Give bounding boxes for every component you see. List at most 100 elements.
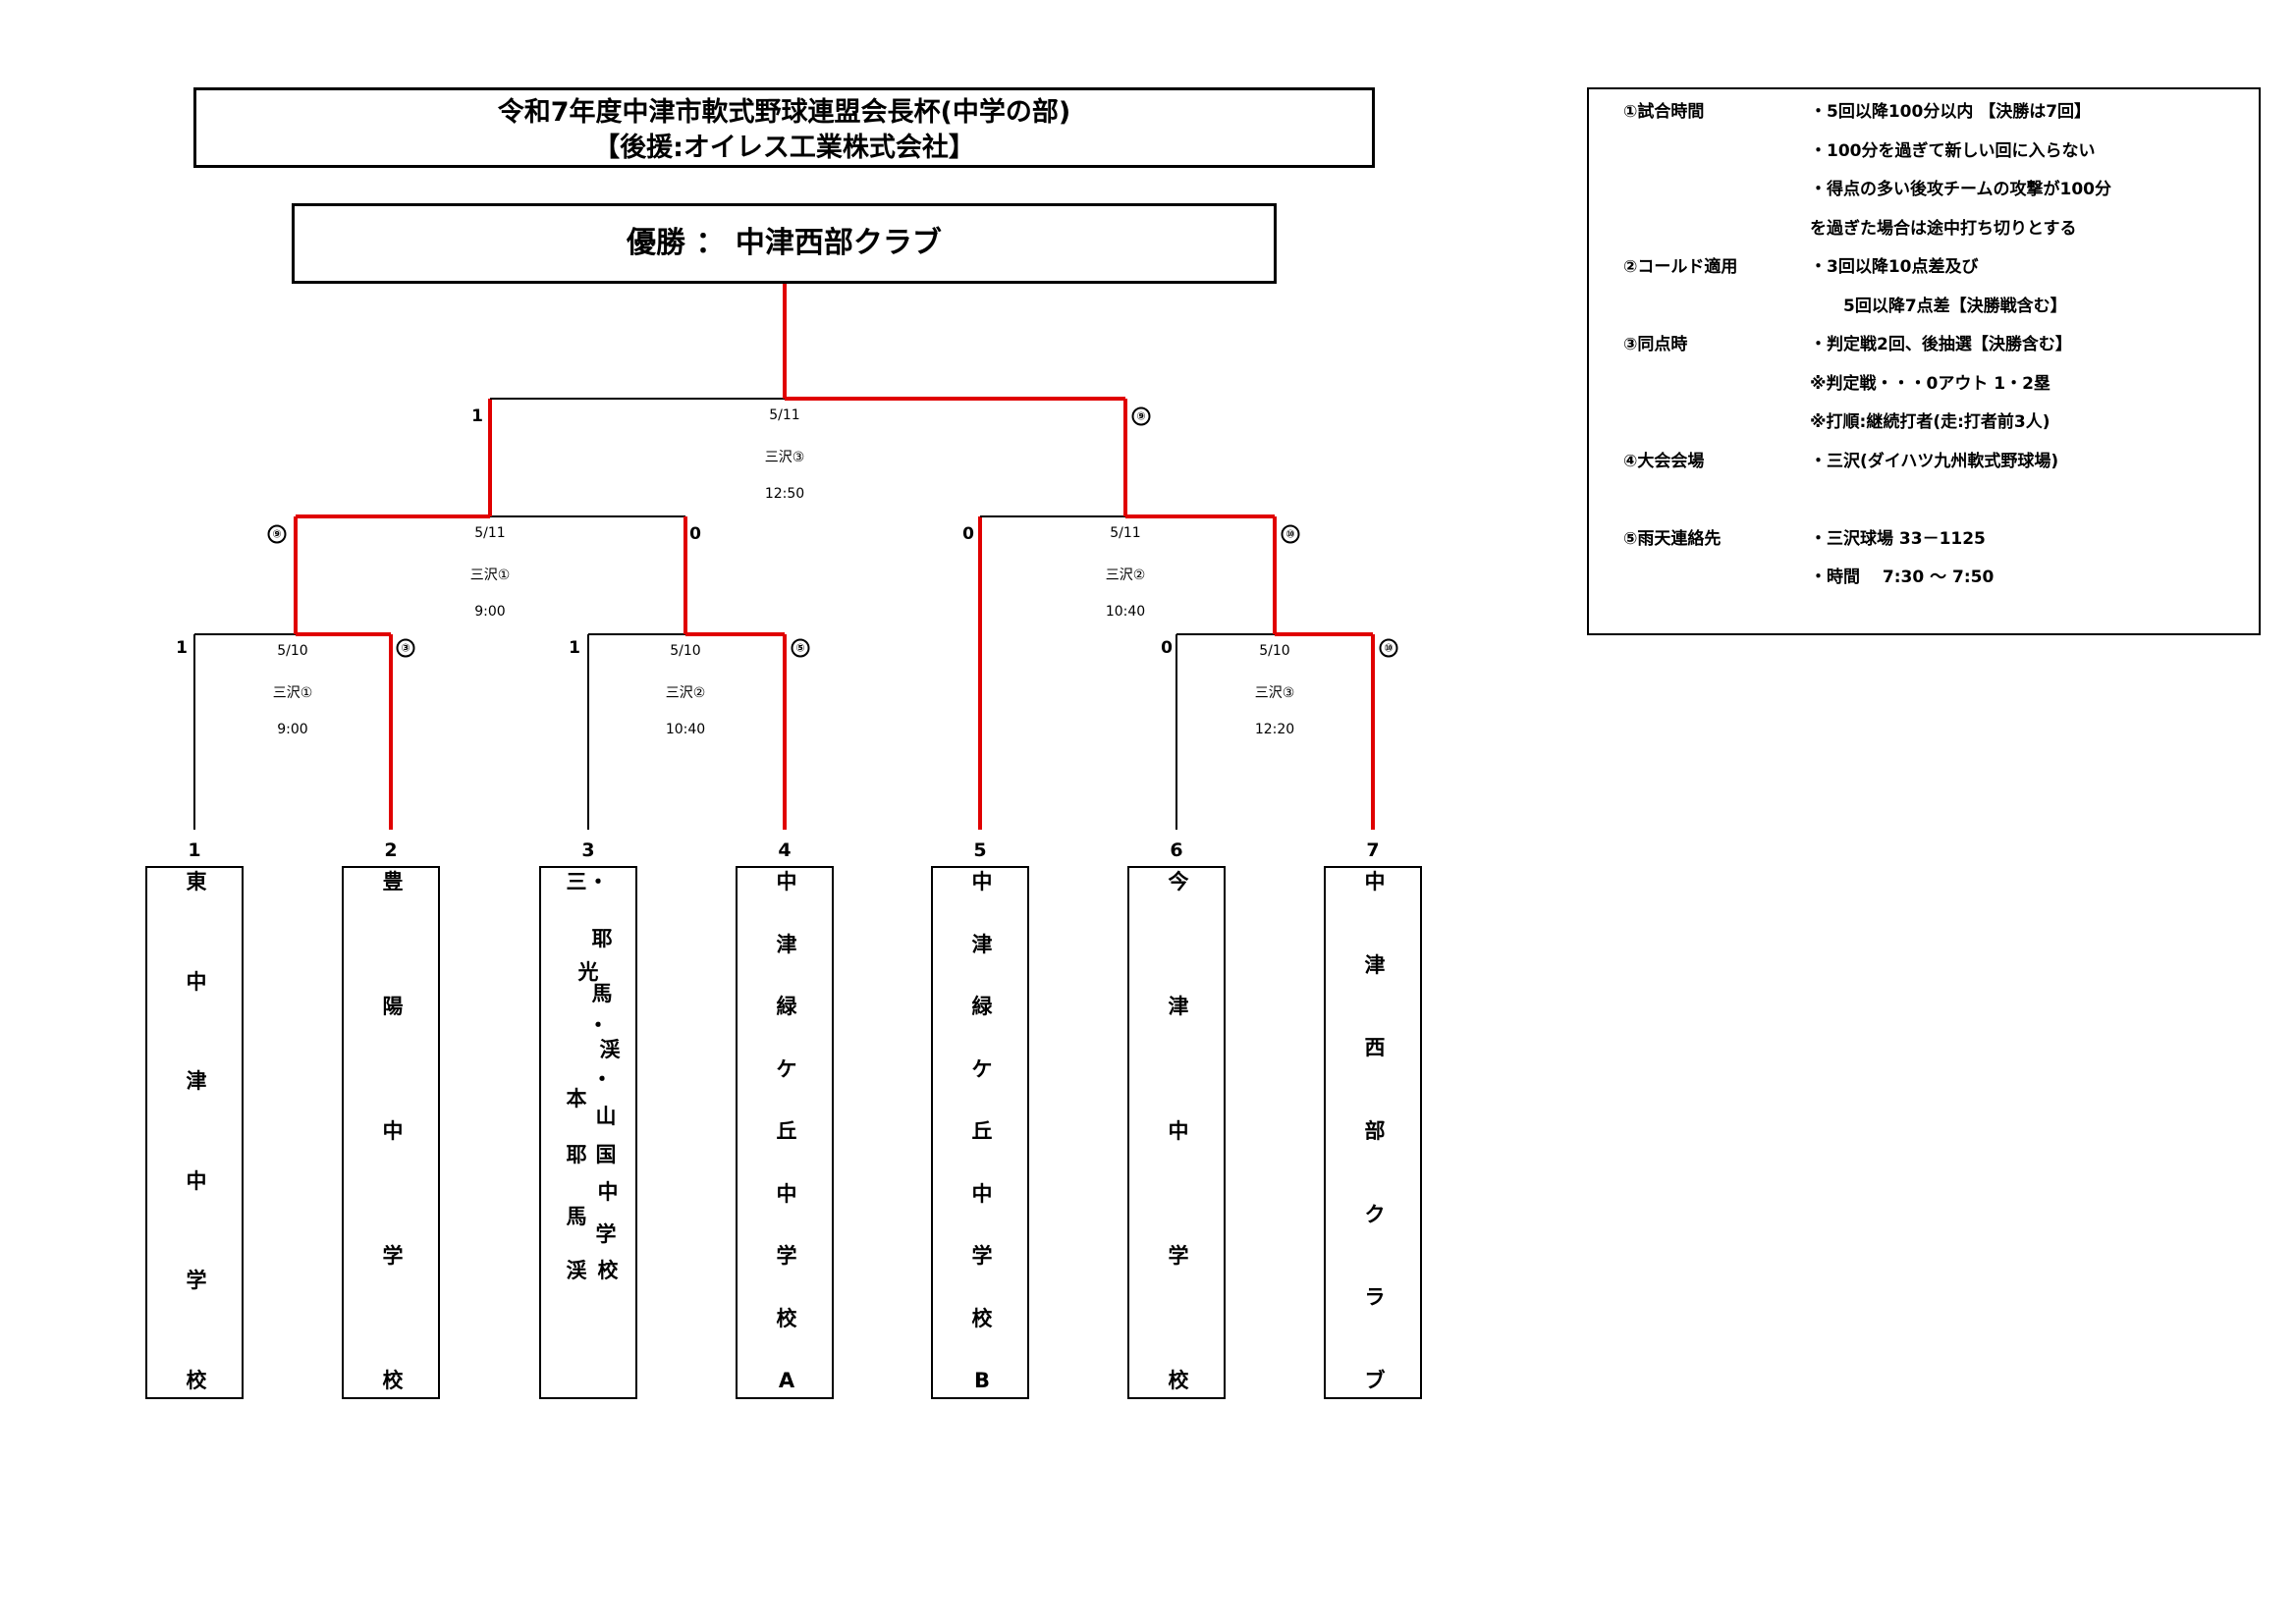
match-date: 5/11 <box>769 407 800 423</box>
rule-line: ・判定戦2回、後抽選【決勝含む】 <box>1810 335 2072 354</box>
match-time: 12:20 <box>1254 722 1295 737</box>
rule-line: ※判定戦・・・0アウト 1・2塁 <box>1810 373 2050 394</box>
team-name-char: 光 <box>577 960 599 984</box>
team-name-char: 耶 <box>591 927 613 950</box>
score-circled: ③ <box>396 638 415 658</box>
team-name-char: 耶 <box>566 1143 587 1166</box>
rule-line: ・時間 7:30 ～ 7:50 <box>1810 568 1995 587</box>
team-name-char: 学 <box>595 1222 617 1246</box>
team-name-char: 丘 <box>776 1119 797 1143</box>
team-name-char: 部 <box>1364 1119 1386 1143</box>
rule-key: ③同点時 <box>1623 335 1688 354</box>
team-name-char: 津 <box>186 1069 207 1094</box>
winner-text: 優勝 ： 中津西部クラブ <box>627 226 942 260</box>
match-time: 12:50 <box>764 486 805 502</box>
match-date: 5/10 <box>1259 643 1290 659</box>
score-circled: ⑨ <box>267 524 287 544</box>
team-name-char: 緑 <box>971 995 993 1018</box>
title-line-2: 【後援:オイレス工業株式会社】 <box>593 133 975 163</box>
rule-line: ・5回以降100分以内 【決勝は7回】 <box>1810 102 2092 122</box>
title-line-1: 令和7年度中津市軟式野球連盟会長杯(中学の部) <box>497 97 1071 128</box>
team-name-char: 校 <box>186 1369 207 1392</box>
team-name-char: 馬 <box>566 1205 587 1228</box>
rule-line: ・100分を過ぎて新しい回に入らない <box>1810 140 2096 161</box>
team-name-char: 津 <box>971 932 993 956</box>
match-date: 5/11 <box>474 525 506 541</box>
team-name-char: ・ <box>591 1067 613 1091</box>
team-name-char: 中 <box>776 1181 797 1206</box>
team-name-char: 中 <box>186 1168 207 1193</box>
match-date: 5/10 <box>277 643 308 659</box>
team-name-char: 緑 <box>776 995 797 1018</box>
rule-line: ・得点の多い後攻チームの攻撃が100分 <box>1810 180 2111 199</box>
team-name-char: ケ <box>776 1056 797 1081</box>
team-name-char: 今 <box>1168 870 1189 893</box>
score: 1 <box>471 406 483 426</box>
team-name-char: 中 <box>382 1119 404 1143</box>
team-name-char: A <box>778 1369 795 1392</box>
team-name-char: 中 <box>1168 1119 1189 1143</box>
team-name-char: ・ <box>587 1013 609 1037</box>
match-time: 10:40 <box>1105 604 1146 620</box>
team-name-char: 馬 <box>591 982 613 1005</box>
match-time: 9:00 <box>474 604 506 620</box>
match-date: 5/10 <box>670 643 701 659</box>
team-number: 3 <box>581 839 595 861</box>
match-venue: 三沢③ <box>1254 685 1295 701</box>
score-circled: ⑩ <box>1281 524 1300 544</box>
rule-key: ①試合時間 <box>1623 102 1705 122</box>
score-circled: ⑩ <box>1379 638 1398 658</box>
score-circled: ⑤ <box>791 638 810 658</box>
rule-key: ②コールド適用 <box>1623 257 1738 277</box>
team-name-char: ケ <box>971 1056 993 1081</box>
score: 1 <box>569 638 580 658</box>
team-name-char: ・ <box>587 870 609 893</box>
match-time: 10:40 <box>665 722 706 737</box>
match-venue: 三沢② <box>1105 568 1146 583</box>
team-name-char: 渓 <box>599 1038 621 1061</box>
tournament-title: 令和7年度中津市軟式野球連盟会長杯(中学の部) 【後援:オイレス工業株式会社】 <box>193 87 1375 168</box>
team-name-char: 東 <box>186 870 207 893</box>
team-name-char: 津 <box>776 932 797 956</box>
team-name-char: 山 <box>595 1105 617 1128</box>
rule-line: を過ぎた場合は途中打ち切りとする <box>1810 218 2077 239</box>
team-name-char: 中 <box>971 870 993 893</box>
rule-line: ・三沢球場 33－1125 <box>1810 528 1986 549</box>
team-name-char: 校 <box>776 1306 797 1330</box>
team-name-char: 中 <box>597 1180 619 1204</box>
team-name-char: 中 <box>186 969 207 994</box>
score: 1 <box>176 638 188 658</box>
score-circled: ⑨ <box>1131 406 1151 426</box>
team-name-char: 校 <box>971 1306 993 1330</box>
match-time: 9:00 <box>277 722 308 737</box>
score: 0 <box>689 524 701 544</box>
rule-line: ・三沢(ダイハツ九州軟式野球場) <box>1810 451 2059 471</box>
team-box: 中津西部クラブ <box>1324 866 1422 1399</box>
team-name-char: 津 <box>1364 952 1386 977</box>
team-name-char: 学 <box>776 1244 797 1268</box>
winner-banner: 優勝 ： 中津西部クラブ <box>292 203 1277 284</box>
team-name-char: 学 <box>971 1244 993 1268</box>
team-name-char: 西 <box>1364 1036 1386 1060</box>
score: 0 <box>1161 638 1173 658</box>
score: 0 <box>962 524 974 544</box>
team-box: 三・耶光馬・渓・本山耶国中馬学渓校 <box>539 866 637 1399</box>
team-name-char: 三 <box>566 870 587 893</box>
team-name-char: 渓 <box>566 1259 587 1282</box>
team-name-char: 学 <box>1168 1244 1189 1268</box>
team-box: 東中津中学校 <box>145 866 244 1399</box>
rule-line: 5回以降7点差【決勝戦含む】 <box>1810 296 2067 316</box>
rule-key: ④大会会場 <box>1623 451 1705 471</box>
team-name-char: ラ <box>1364 1285 1386 1310</box>
rules-panel: ①試合時間 ・5回以降100分以内 【決勝は7回】・100分を過ぎて新しい回に入ら… <box>1587 87 2261 635</box>
team-number: 4 <box>778 839 792 861</box>
team-name-char: 津 <box>1168 995 1189 1018</box>
team-number: 1 <box>188 839 201 861</box>
team-number: 6 <box>1170 839 1183 861</box>
team-name-char: 校 <box>597 1259 619 1282</box>
team-name-char: 校 <box>1168 1369 1189 1392</box>
team-name-char: 校 <box>382 1369 404 1392</box>
team-name-char: 中 <box>1364 870 1386 893</box>
